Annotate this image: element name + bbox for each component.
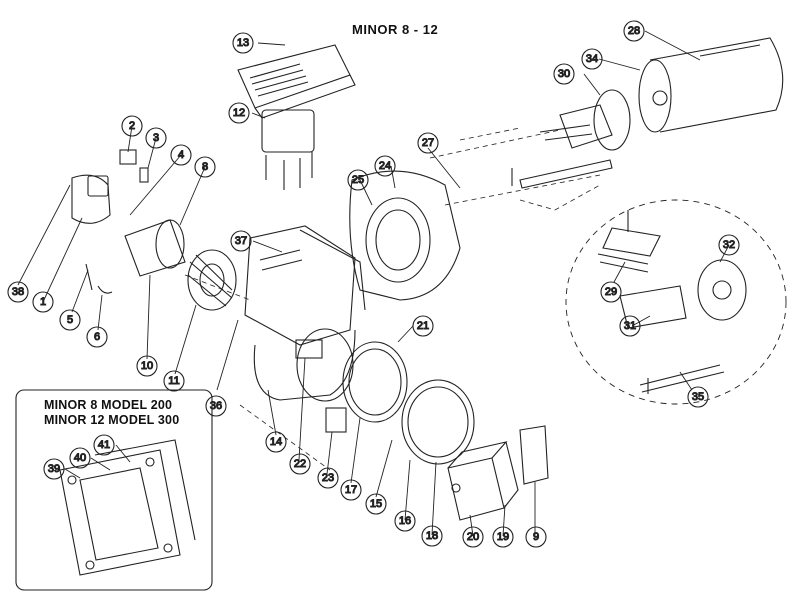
callout-23-circle (317, 467, 339, 489)
callout-41: 41 (98, 439, 110, 451)
callout-27-circle (417, 132, 439, 154)
callout-21-circle (412, 315, 434, 337)
callout-40: 40 (74, 452, 86, 464)
callout-9-circle (525, 526, 547, 548)
detail-circle (565, 199, 787, 405)
callout-20-circle (462, 526, 484, 548)
callout-4: 4 (178, 149, 184, 161)
callout-18: 18 (426, 530, 438, 542)
callout-3-circle (145, 127, 167, 149)
callout-32: 32 (723, 239, 735, 251)
callout-13-circle (232, 32, 254, 54)
burner-housing-drawing (244, 225, 366, 402)
callout-32-circle (718, 234, 740, 256)
callout-37: 37 (235, 235, 247, 247)
callout-16: 16 (399, 515, 411, 527)
callout-markers: 13 12 28 34 30 27 24 25 32 29 31 35 37 (7, 20, 740, 548)
callout-2-circle (121, 115, 143, 137)
callout-40-circle (69, 447, 91, 469)
callout-36: 36 (210, 400, 222, 412)
callout-34-circle (581, 48, 603, 70)
callout-12-circle (228, 102, 250, 124)
callout-19-circle (492, 526, 514, 548)
callout-1: 1 (40, 296, 46, 308)
inset-box (15, 389, 213, 591)
detail-electrode-parts (597, 210, 747, 394)
callout-17-circle (340, 479, 362, 501)
callout-35: 35 (692, 391, 704, 403)
callout-8-circle (194, 156, 216, 178)
leader-lines (17, 30, 730, 537)
callout-38-circle (7, 281, 29, 303)
callout-35-circle (687, 386, 709, 408)
motor-cover-drawing (638, 37, 784, 133)
callout-6-circle (86, 326, 108, 348)
callout-34: 34 (586, 53, 598, 65)
callout-6: 6 (94, 331, 100, 343)
callout-23: 23 (322, 472, 334, 484)
callout-39-circle (43, 458, 65, 480)
callout-41-circle (93, 434, 115, 456)
callout-12: 12 (233, 107, 245, 119)
control-box-drawing (237, 44, 356, 190)
callout-20: 20 (467, 531, 479, 543)
electrode-assembly-drawing (511, 89, 631, 189)
callout-14-circle (265, 431, 287, 453)
callout-37-circle (230, 230, 252, 252)
callout-27: 27 (422, 137, 434, 149)
callout-2: 2 (129, 120, 135, 132)
callout-11: 11 (168, 375, 179, 387)
transformer-drawing (325, 407, 549, 521)
callout-31: 31 (624, 320, 636, 332)
callout-19: 19 (497, 531, 509, 543)
callout-28-circle (623, 20, 645, 42)
air-rings-drawing (342, 341, 475, 465)
callout-28: 28 (628, 25, 640, 37)
air-plate-drawing (349, 170, 461, 301)
callout-36-circle (205, 395, 227, 417)
callout-25: 25 (352, 174, 364, 186)
callout-21: 21 (417, 320, 429, 332)
pump-motor-fan-drawing (71, 149, 237, 311)
callout-31-circle (619, 315, 641, 337)
callout-24-circle (374, 155, 396, 177)
callout-9: 9 (533, 531, 539, 543)
callout-18-circle (421, 525, 443, 547)
inset-label-line2: MINOR 12 MODEL 300 (44, 413, 180, 427)
inset-flange-drawing (59, 439, 196, 576)
callout-13: 13 (237, 37, 249, 49)
callout-29-circle (600, 281, 622, 303)
callout-8: 8 (202, 161, 208, 173)
callout-17: 17 (345, 484, 357, 496)
callout-5: 5 (67, 314, 73, 326)
inset-label-line1: MINOR 8 MODEL 200 (44, 398, 173, 412)
callout-11-circle (163, 370, 185, 392)
callout-22: 22 (294, 458, 306, 470)
callout-3: 3 (153, 132, 159, 144)
callout-14: 14 (270, 436, 282, 448)
callout-15-circle (365, 493, 387, 515)
diagram-title: MINOR 8 - 12 (352, 22, 439, 37)
callout-15: 15 (370, 498, 382, 510)
callout-4-circle (170, 144, 192, 166)
callout-38: 38 (12, 286, 24, 298)
alignment-lines (184, 127, 601, 471)
callout-25-circle (347, 169, 369, 191)
callout-30-circle (553, 63, 575, 85)
callout-5-circle (59, 309, 81, 331)
callout-29: 29 (605, 286, 617, 298)
callout-1-circle (32, 291, 54, 313)
callout-39: 39 (48, 463, 60, 475)
callout-24: 24 (379, 160, 391, 172)
callout-16-circle (394, 510, 416, 532)
callout-30: 30 (558, 68, 570, 80)
callout-10: 10 (141, 360, 153, 372)
callout-10-circle (136, 355, 158, 377)
callout-22-circle (289, 453, 311, 475)
